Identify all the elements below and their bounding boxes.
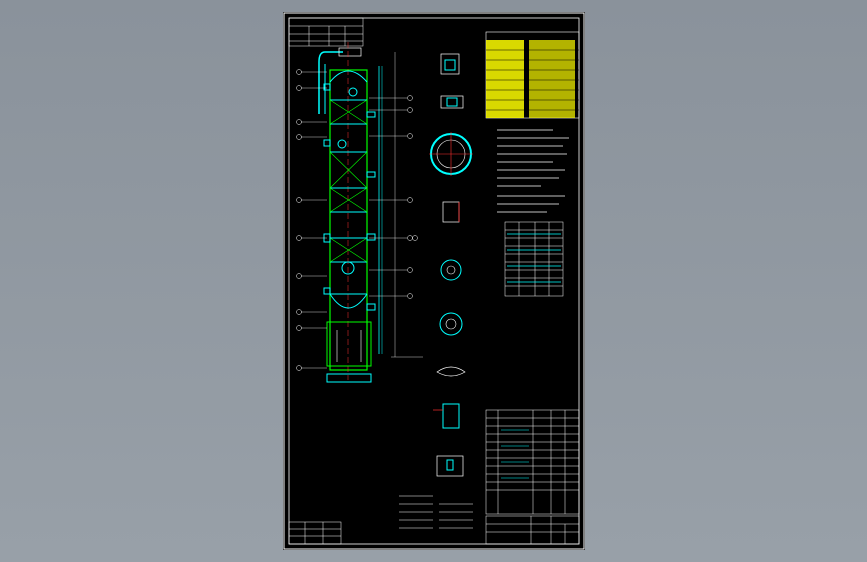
- nozzle-table: [504, 221, 564, 297]
- inner-frame: [288, 17, 580, 545]
- outer-border: [283, 12, 585, 550]
- tower-shell: [329, 69, 368, 371]
- technical-notes: [497, 129, 569, 213]
- general-notes: [399, 495, 473, 529]
- drawing-canvas: [283, 12, 585, 550]
- top-title-stamp: [288, 17, 364, 47]
- spec-table: [485, 31, 580, 119]
- parts-list: [485, 409, 580, 515]
- title-block: [485, 515, 580, 545]
- tower-elevation: [296, 42, 423, 383]
- drawing-sheet[interactable]: [283, 12, 585, 550]
- detail-views: [429, 53, 473, 477]
- revision-block: [288, 521, 342, 545]
